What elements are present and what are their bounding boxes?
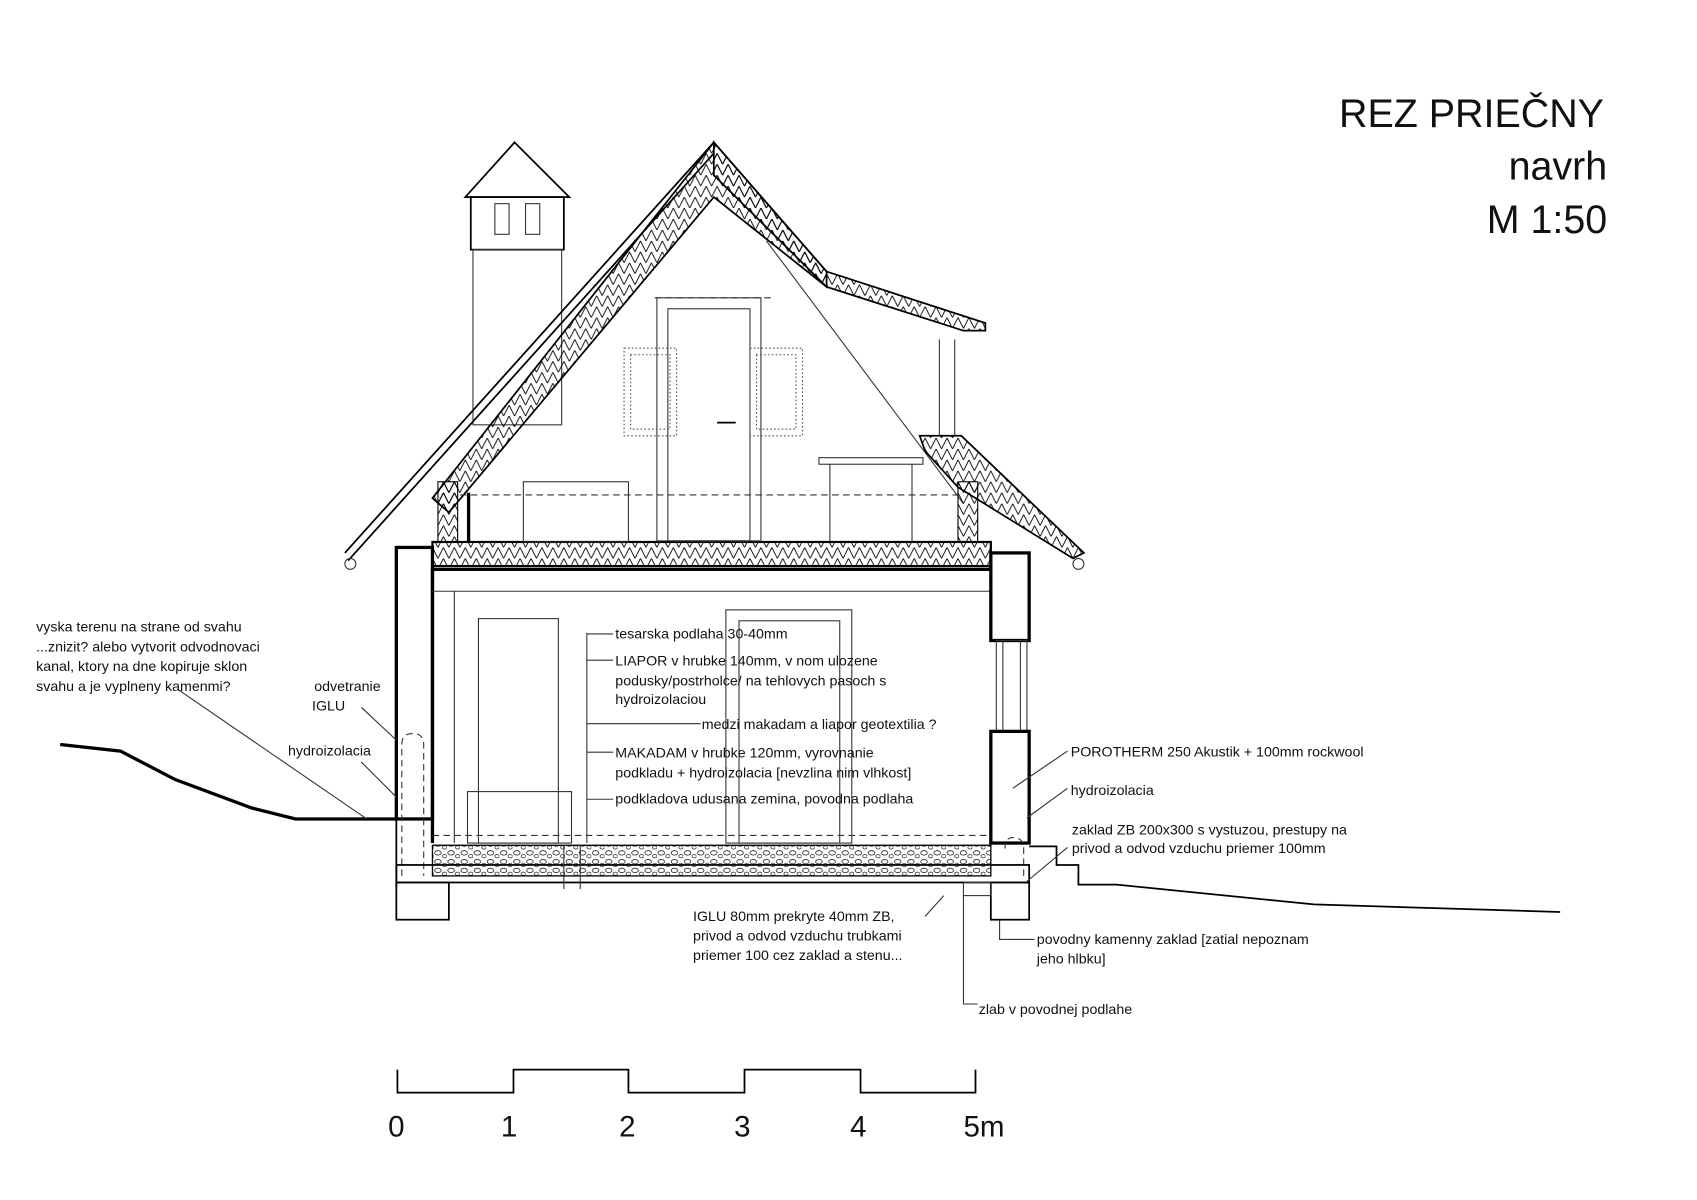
floor-layer-label: podkladova udusana zemina, povodna podla…: [615, 792, 913, 808]
floor-slab: [395, 844, 1031, 921]
wall-label: POROTHERM 250 Akustik + 100mm rockwool: [1071, 745, 1364, 761]
floor-layer-label: medzi makadam a liapor geotextilia ?: [702, 717, 937, 733]
scale-tick-label: 2: [619, 1110, 635, 1143]
floor-layer-label: podkladu + hydroizolacia [nevzlina nim v…: [615, 765, 911, 781]
attic-table: [818, 457, 924, 465]
subtitle-line: navrh: [1509, 145, 1608, 189]
iglu-label: priemer 100 cez zaklad a stenu...: [693, 948, 902, 964]
floor-layer-label: hydroizolaciou: [615, 692, 706, 708]
walls: [394, 545, 1031, 887]
attic: [431, 297, 992, 568]
iglu-label: IGLU 80mm prekryte 40mm ZB,: [693, 909, 894, 925]
scale-line: M 1:50: [1487, 198, 1607, 242]
terrain-note: ...znizit? alebo vytvorit odvodnovaci: [36, 639, 260, 655]
leader-lines: [178, 632, 1068, 1005]
old-foundation-label: povodny kamenny zaklad [zatial nepoznam: [1037, 932, 1309, 948]
roof: [344, 140, 1086, 570]
terrain-note: svahu a je vyplneny kamenmi?: [36, 679, 231, 695]
foundation-label: privod a odvod vzduchu priemer 100mm: [1072, 841, 1326, 857]
gutter-label: zlab v povodnej podlahe: [979, 1002, 1132, 1018]
ground-floor: [432, 609, 991, 844]
title-line: REZ PRIEČNY: [1339, 92, 1604, 136]
hydro-right-label: hydroizolacia: [1071, 783, 1154, 799]
vent-label: IGLU: [312, 699, 345, 715]
attic-door: [656, 297, 762, 542]
terrain-note: kanal, ktory na dne kopiruje sklon: [36, 659, 247, 675]
vent-label: odvetranie: [314, 679, 380, 695]
terrain-note: vyska terenu na strane od svahu: [36, 620, 242, 636]
floor-layer-label: LIAPOR v hrubke 140mm, v nom ulozene: [615, 654, 877, 670]
scale-tick-label: 4: [850, 1110, 866, 1143]
terrain-left: [60, 742, 397, 821]
foundation-label: zaklad ZB 200x300 s vystuzou, prestupy n…: [1072, 822, 1347, 838]
chimney: [463, 141, 572, 426]
annotations: vyska terenu na strane od svahu ...znizi…: [36, 620, 1363, 1018]
floor-layer-label: tesarska podlaha 30-40mm: [615, 626, 787, 642]
floor-layer-label: MAKADAM v hrubke 120mm, vyrovnanie: [615, 746, 873, 762]
attic-window-right: [749, 347, 804, 437]
old-foundation-label: jeho hlbku]: [1036, 951, 1106, 967]
scale-tick-label: 5m: [963, 1110, 1004, 1143]
scale-tick-label: 1: [501, 1110, 517, 1143]
scale-tick-label: 3: [734, 1110, 750, 1143]
hydro-left-label: hydroizolacia: [288, 743, 371, 759]
iglu-label: privod a odvod vzduchu trubkami: [693, 928, 902, 944]
terrain-right: [1029, 845, 1561, 913]
drawing-title: REZ PRIEČNY navrh M 1:50: [1339, 92, 1607, 242]
scale-bar: 0 1 2 3 4 5m: [388, 1068, 1005, 1143]
scale-tick-label: 0: [388, 1110, 404, 1143]
floor-layer-label: podusky/postrholce/ na tehlovych pasoch …: [615, 673, 886, 689]
attic-window-left: [623, 347, 678, 437]
attic-floor: [431, 540, 992, 568]
